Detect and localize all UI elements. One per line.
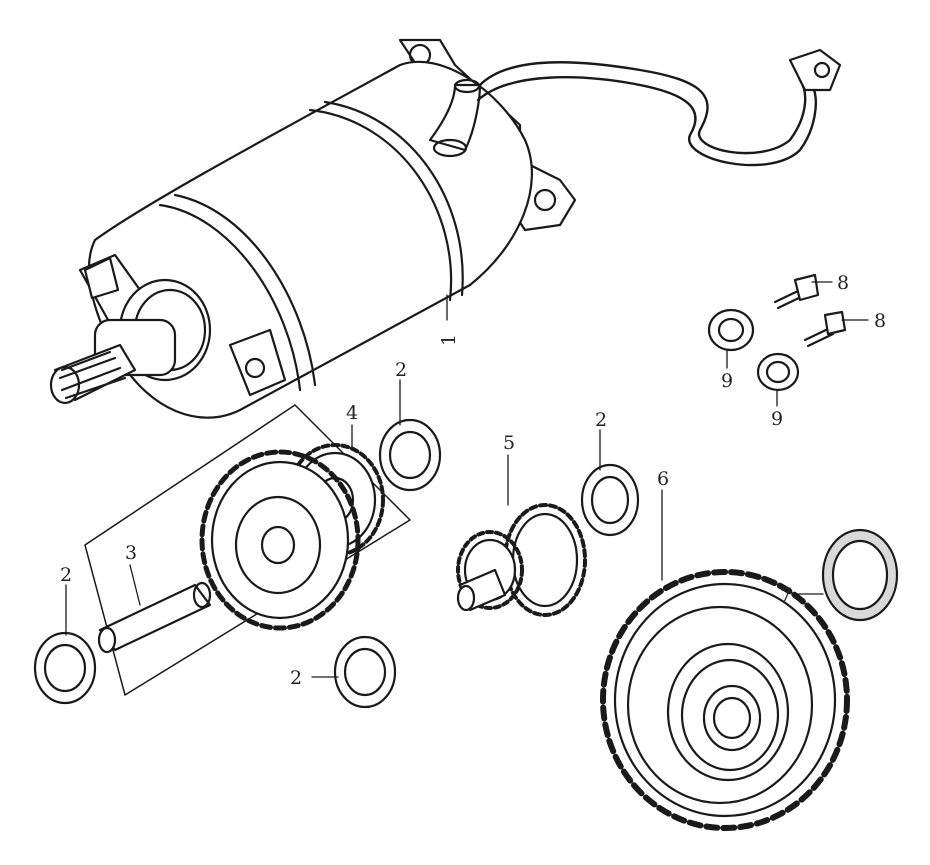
callout-2a: 2 — [395, 359, 407, 381]
callout-4: 4 — [346, 402, 358, 424]
shaft-drawing — [97, 581, 212, 654]
callout-8a: 8 — [837, 272, 849, 294]
callout-8b: 8 — [874, 310, 886, 332]
callout-2c: 2 — [60, 564, 72, 586]
idle-gear-drawing — [199, 443, 385, 631]
callout-6: 6 — [657, 468, 669, 490]
callout-5: 5 — [503, 432, 515, 454]
clutch-gear-drawing — [600, 569, 850, 831]
washer-drawing — [33, 418, 640, 709]
leader-lines — [65, 281, 869, 678]
small-washer-drawing — [707, 308, 800, 392]
callout-7: 7 — [780, 584, 792, 606]
callout-1: 1 — [438, 334, 460, 346]
reduction-gear-drawing — [456, 503, 587, 617]
callout-2d: 2 — [290, 667, 302, 689]
bolt-drawing — [773, 273, 847, 348]
one-way-clutch-drawing — [821, 528, 899, 622]
callout-3: 3 — [125, 542, 137, 564]
callout-9b: 9 — [771, 408, 783, 430]
callout-labels: 1 2 2 2 2 3 4 5 6 7 8 8 9 9 — [60, 272, 886, 689]
starter-motor-drawing — [49, 38, 842, 419]
callout-9a: 9 — [721, 370, 733, 392]
callout-2b: 2 — [595, 409, 607, 431]
